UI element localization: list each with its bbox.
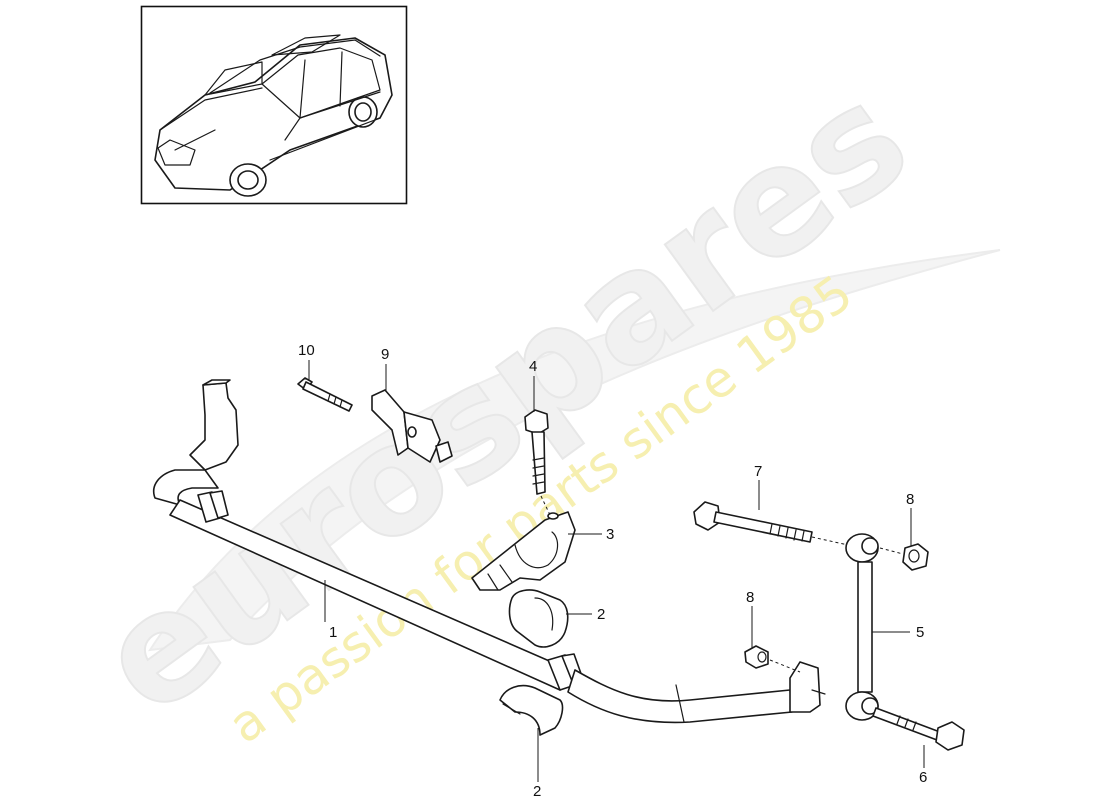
nut-8-upper[interactable] xyxy=(879,543,929,571)
stabilizer-left-arm xyxy=(189,382,239,471)
callout-2-upper: 2 xyxy=(597,606,605,623)
coupling-link-5[interactable] xyxy=(845,533,879,721)
callout-8-middle: 8 xyxy=(746,589,754,606)
stabilizer-bar[interactable] xyxy=(153,379,826,724)
leader-lines xyxy=(308,360,925,782)
bolt-4[interactable] xyxy=(524,409,551,516)
callout-5: 5 xyxy=(916,624,924,641)
callout-10: 10 xyxy=(298,342,315,359)
callout-2-lower: 2 xyxy=(533,783,541,800)
callout-9: 9 xyxy=(381,346,389,363)
vehicle-thumbnail xyxy=(140,5,408,205)
callouts: 10 9 4 3 2 1 7 8 8 5 6 2 xyxy=(298,342,927,800)
stabilizer-left-arm-top xyxy=(202,379,231,386)
stabilizer-right-bend xyxy=(567,669,793,724)
callout-4: 4 xyxy=(529,358,537,375)
bolt-6[interactable] xyxy=(872,707,965,751)
callout-3: 3 xyxy=(606,526,614,543)
car-illustration xyxy=(154,34,393,197)
watermark-swoosh xyxy=(147,249,1001,652)
callout-7: 7 xyxy=(754,463,762,480)
bolt-10[interactable] xyxy=(297,377,353,412)
callout-1: 1 xyxy=(329,624,337,641)
bracket-9[interactable] xyxy=(371,389,453,463)
bushing-2-upper[interactable] xyxy=(508,589,569,648)
clamp-3[interactable] xyxy=(471,511,576,591)
bushing-2-lower[interactable] xyxy=(499,684,564,736)
callout-8-upper: 8 xyxy=(906,491,914,508)
nut-8-middle[interactable] xyxy=(744,645,801,673)
stabilizer-collar-left-2 xyxy=(209,490,229,519)
stabilizer-right-end xyxy=(789,661,821,713)
bolt-7[interactable] xyxy=(693,501,849,546)
callout-6: 6 xyxy=(919,769,927,786)
